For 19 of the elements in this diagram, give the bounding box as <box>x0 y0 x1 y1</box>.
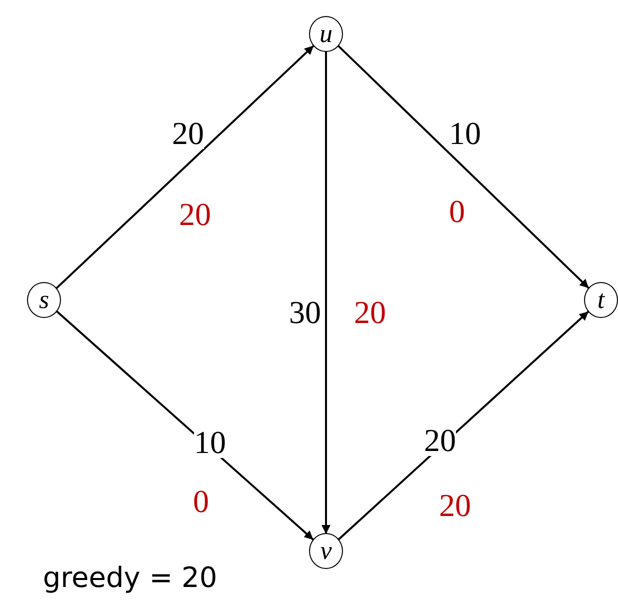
node-circle <box>309 16 343 52</box>
arrow <box>56 310 314 540</box>
flow-total-note: greedy = 20 <box>42 564 218 592</box>
node-circle <box>27 282 61 318</box>
arrow <box>338 45 590 289</box>
node-label: t <box>597 287 605 313</box>
arrow <box>338 310 590 540</box>
flow-value: 20 <box>179 198 211 230</box>
flow-value: 0 <box>193 485 209 517</box>
node-circle <box>584 282 618 318</box>
node-label: v <box>320 538 332 564</box>
node-label: u <box>320 21 332 47</box>
flow-value: 20 <box>354 296 386 328</box>
arrow <box>56 44 314 290</box>
node-label: s <box>38 287 50 313</box>
node-circle <box>309 533 343 569</box>
arrow <box>322 51 330 534</box>
flow-value: 20 <box>439 489 471 521</box>
flow-value: 0 <box>449 195 465 227</box>
